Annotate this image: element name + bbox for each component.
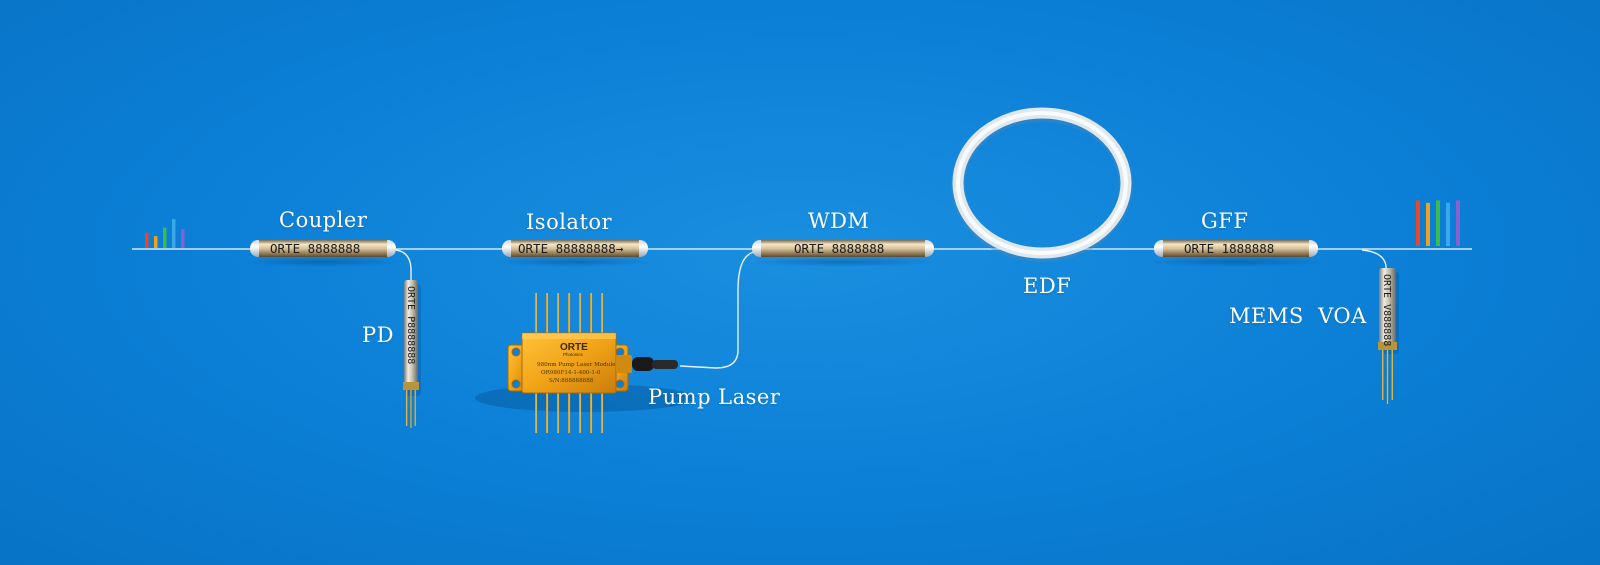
isolator-marking: ORTE 88888888→ — [518, 241, 624, 256]
pump-line2: OR980F14-1-400-1-0 — [541, 370, 601, 376]
spectrum-bar — [1426, 202, 1430, 246]
spectrum-bar — [1416, 200, 1420, 246]
pump-branch-fiber — [679, 251, 755, 369]
pump-pin — [601, 391, 604, 433]
pump-pin — [579, 293, 582, 335]
pump-pin — [601, 293, 604, 335]
edf-label: EDF — [1023, 274, 1072, 298]
pump-logo-sub: Photonics — [563, 352, 584, 357]
pump-logo: ORTE — [560, 342, 588, 353]
spectrum-bar — [172, 219, 176, 248]
gff-device: ORTE 1888888 — [1148, 240, 1324, 267]
pump-pin — [568, 293, 571, 335]
pump-pin — [535, 391, 538, 433]
spectrum-bar — [154, 236, 158, 248]
voa-device: ORTE V888888 — [1378, 268, 1399, 404]
pd-marking: ORTE P8888888 — [405, 286, 416, 364]
pump-pin — [579, 391, 582, 433]
gff-marking: ORTE 1888888 — [1184, 241, 1274, 256]
spectrum-bar — [1446, 202, 1450, 246]
pump-pin — [557, 391, 560, 433]
isolator-device: ORTE 88888888→ — [495, 240, 655, 267]
wdm-device: ORTE 8888888 — [747, 240, 939, 267]
spectrum-bar — [181, 229, 185, 248]
pump-line3: S/N:888888888 — [549, 378, 594, 384]
pump-pin — [546, 293, 549, 335]
gff-label: GFF — [1201, 209, 1249, 233]
isolator-label: Isolator — [526, 210, 613, 234]
spectrum-bar — [145, 232, 149, 248]
wdm-label: WDM — [808, 209, 870, 233]
input-spectrum — [145, 219, 185, 248]
pump-pin — [568, 391, 571, 433]
voa-marking: ORTE V888888 — [1381, 274, 1392, 346]
coupler-marking: ORTE 8888888 — [270, 241, 360, 256]
pump-pin — [535, 293, 538, 335]
pd-label: PD — [362, 323, 394, 347]
voa-branch-fiber — [1361, 249, 1387, 272]
pd-device: ORTE P8888888 — [403, 280, 421, 428]
pd-branch-fiber — [395, 249, 412, 282]
spectrum-bar — [1436, 200, 1440, 246]
pump-line1: 980nm Pump Laser Module — [537, 362, 616, 368]
spectrum-bar — [163, 227, 167, 248]
pump-pins-bottom — [535, 391, 604, 433]
pump-laser-device: ORTE Photonics 980nm Pump Laser Module O… — [475, 293, 695, 433]
pump-laser-label: Pump Laser — [648, 385, 781, 409]
spectrum-bar — [1456, 200, 1460, 246]
coupler-label: Coupler — [279, 208, 368, 232]
pump-pin — [590, 391, 593, 433]
mems-voa-label: MEMS VOA — [1229, 304, 1367, 328]
pump-pin — [590, 293, 593, 335]
output-spectrum — [1416, 200, 1460, 246]
coupler-device: ORTE 8888888 — [243, 240, 403, 267]
pump-pin — [546, 391, 549, 433]
edf-coil — [951, 107, 1133, 262]
pump-pin — [557, 293, 560, 335]
pump-pins-top — [535, 293, 604, 335]
wdm-marking: ORTE 8888888 — [794, 241, 884, 256]
